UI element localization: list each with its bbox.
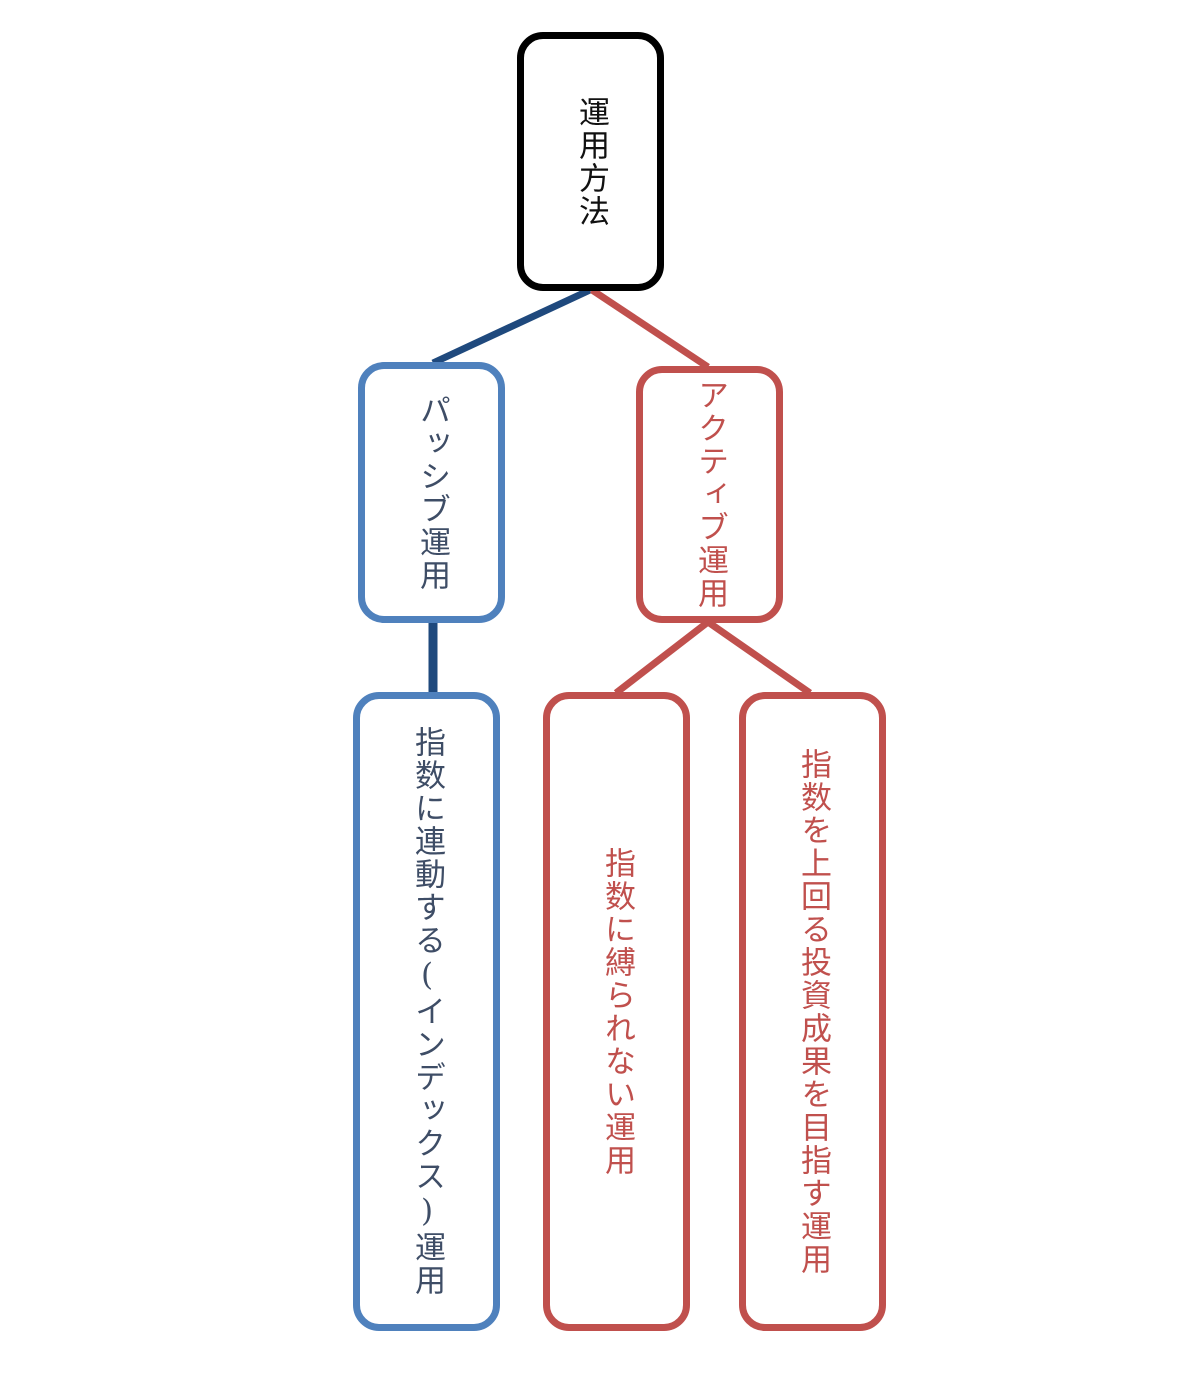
leaf-node-index: 指数に連動する(インデックス)運用	[353, 692, 500, 1331]
root-node: 運用方法	[517, 32, 664, 291]
active-label: アクティブ運用	[692, 379, 728, 610]
passive-label: パッシブ運用	[414, 393, 450, 592]
passive-node: パッシブ運用	[358, 362, 505, 623]
leaf-label: 指数に連動する(インデックス)運用	[409, 726, 445, 1297]
leaf-node-unbound: 指数に縛られない運用	[543, 692, 690, 1331]
leaf-label: 指数に縛られない運用	[599, 846, 635, 1177]
leaf-label: 指数を上回る投資成果を目指す運用	[795, 747, 831, 1276]
root-label: 運用方法	[573, 95, 609, 228]
connector-root-passive	[431, 286, 592, 367]
active-node: アクティブ運用	[636, 366, 783, 623]
connector-active-leaf2	[613, 619, 711, 696]
leaf-node-outperform: 指数を上回る投資成果を目指す運用	[739, 692, 886, 1331]
connector-active-leaf3	[706, 619, 812, 696]
connector-root-active	[590, 287, 710, 370]
